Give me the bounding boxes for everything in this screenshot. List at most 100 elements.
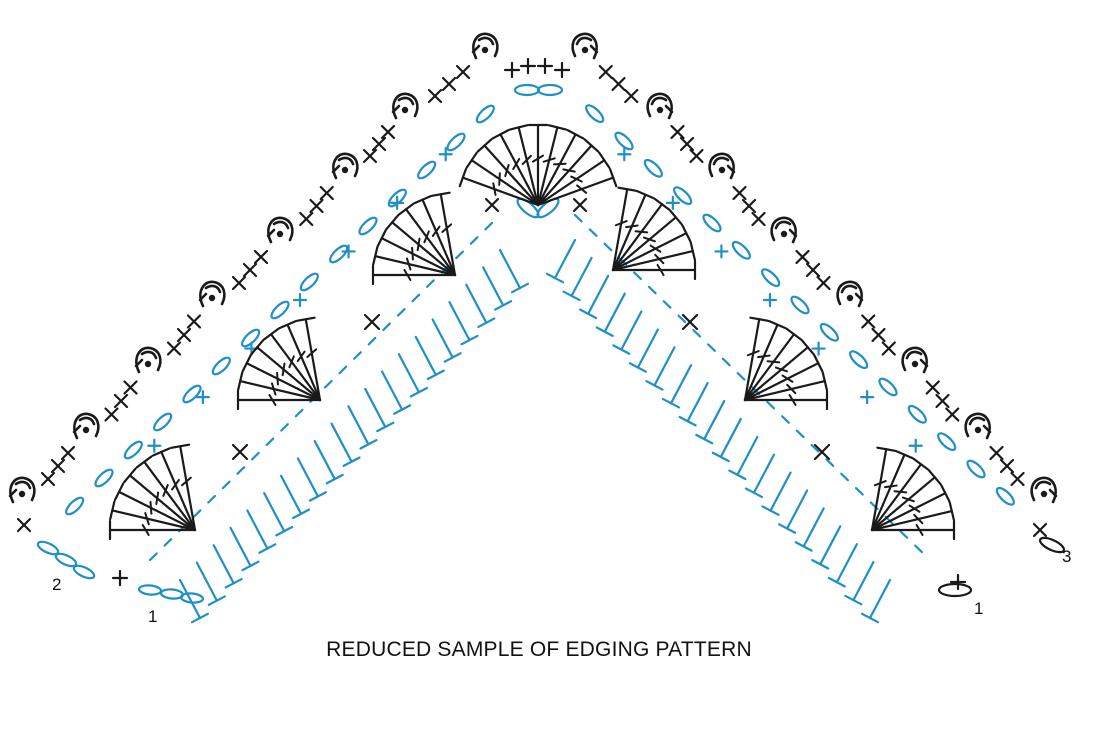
sc-stroke [624, 88, 639, 104]
double-crochet-icon [728, 435, 759, 481]
dc-tick [281, 362, 286, 377]
dc-post [536, 176, 615, 207]
double-crochet-icon [508, 124, 540, 207]
dc-post [439, 193, 457, 277]
single-crochet-icon [166, 341, 182, 356]
sc-stroke [231, 275, 247, 291]
dc-post [611, 203, 664, 272]
dc-post [870, 448, 888, 532]
fan-shell-icon [611, 186, 697, 281]
dc-top-bar [325, 473, 344, 485]
picot-loop [964, 412, 992, 440]
dc-top-bar [598, 151, 611, 169]
dc-top-bar [376, 421, 395, 433]
picot-icon [964, 412, 992, 440]
chain-dash [633, 271, 642, 281]
picot-icon [8, 476, 36, 504]
chain-dash [323, 379, 333, 389]
chain-loop-icon [123, 440, 143, 460]
dc-post [212, 544, 235, 585]
chain-dash [692, 328, 702, 338]
double-crochet-icon [364, 387, 395, 433]
double-crochet-icon [482, 266, 513, 311]
picot-dot [974, 426, 982, 434]
single-crochet-icon [945, 407, 960, 422]
double-crochet-icon [870, 501, 955, 532]
dc-post [611, 216, 677, 272]
dc-post [239, 379, 322, 402]
chain-loop-icon [1038, 536, 1066, 554]
dc-post [802, 507, 825, 548]
sc-stroke [881, 341, 896, 356]
dc-post [743, 362, 820, 402]
double-crochet-icon [536, 129, 585, 207]
chain-loop-icon [387, 188, 407, 208]
chain-dash [677, 314, 687, 324]
dc-post [743, 318, 761, 402]
single-crochet-icon [113, 393, 129, 409]
blue-rows-layer [36, 83, 1015, 624]
dc-tick [149, 501, 153, 515]
chain-loop-icon [329, 244, 349, 264]
sc-stroke [670, 124, 685, 140]
double-crochet-icon [108, 519, 197, 541]
dc-top-bar [678, 415, 697, 427]
double-crochet-icon [376, 229, 457, 277]
sc-stroke [319, 185, 334, 201]
chain-dash [207, 494, 216, 504]
sc-stroke [795, 249, 810, 265]
dc-top-bar [668, 209, 683, 226]
single-crochet-icon [816, 275, 831, 291]
dc-post [296, 457, 319, 498]
single-crochet-icon [811, 341, 826, 356]
sc-stroke [935, 393, 950, 409]
double-crochet-icon [628, 328, 659, 373]
single-crochet-icon [617, 147, 632, 162]
sc-stroke [253, 249, 269, 265]
sc-stroke [231, 443, 249, 461]
dc-top-bar [224, 577, 243, 589]
double-crochet-icon [170, 443, 197, 532]
single-crochet-icon [299, 211, 314, 227]
dc-top-bar [761, 505, 780, 516]
chain-loop-icon [614, 131, 634, 151]
picot-loop [571, 32, 599, 60]
double-crochet-icon [870, 450, 914, 532]
double-crochet-icon [695, 399, 726, 445]
chain-loop-icon [54, 552, 78, 568]
double-crochet-icon [431, 318, 462, 363]
dc-tick [893, 490, 908, 494]
double-crochet-icon [811, 525, 842, 570]
chain-dash [840, 472, 850, 482]
picot-icon [391, 92, 419, 120]
dc-post [611, 193, 647, 272]
double-crochet-icon [711, 417, 742, 463]
dc-top-bar [207, 595, 226, 606]
single-crochet-icon [147, 438, 162, 453]
sc-stroke [1010, 471, 1025, 487]
chain-loop-icon [72, 564, 96, 580]
dc-tick [141, 524, 150, 536]
chain-loop-icon [585, 104, 605, 124]
dc-top-bar [413, 195, 432, 205]
chain-loop-icon [417, 160, 437, 180]
double-crochet-icon [212, 544, 243, 589]
picot-loop [134, 346, 162, 374]
dc-top-bar [465, 151, 478, 169]
dc-top-bar [491, 129, 510, 140]
dc-top-bar [948, 501, 955, 521]
single-crochet-icon [363, 313, 381, 331]
single-crochet-icon [881, 341, 896, 356]
dc-post [117, 490, 197, 532]
dc-top-bar [844, 594, 863, 606]
single-crochet-icon [813, 443, 831, 461]
double-crochet-icon [545, 238, 577, 284]
dc-top-bar [458, 168, 468, 188]
double-crochet-icon [870, 519, 956, 541]
dc-post [374, 254, 457, 277]
dc-post [195, 561, 218, 602]
dc-tick [288, 355, 295, 369]
double-crochet-icon [612, 310, 643, 355]
single-crochet-icon [104, 407, 119, 422]
single-crochet-icon [536, 57, 554, 75]
